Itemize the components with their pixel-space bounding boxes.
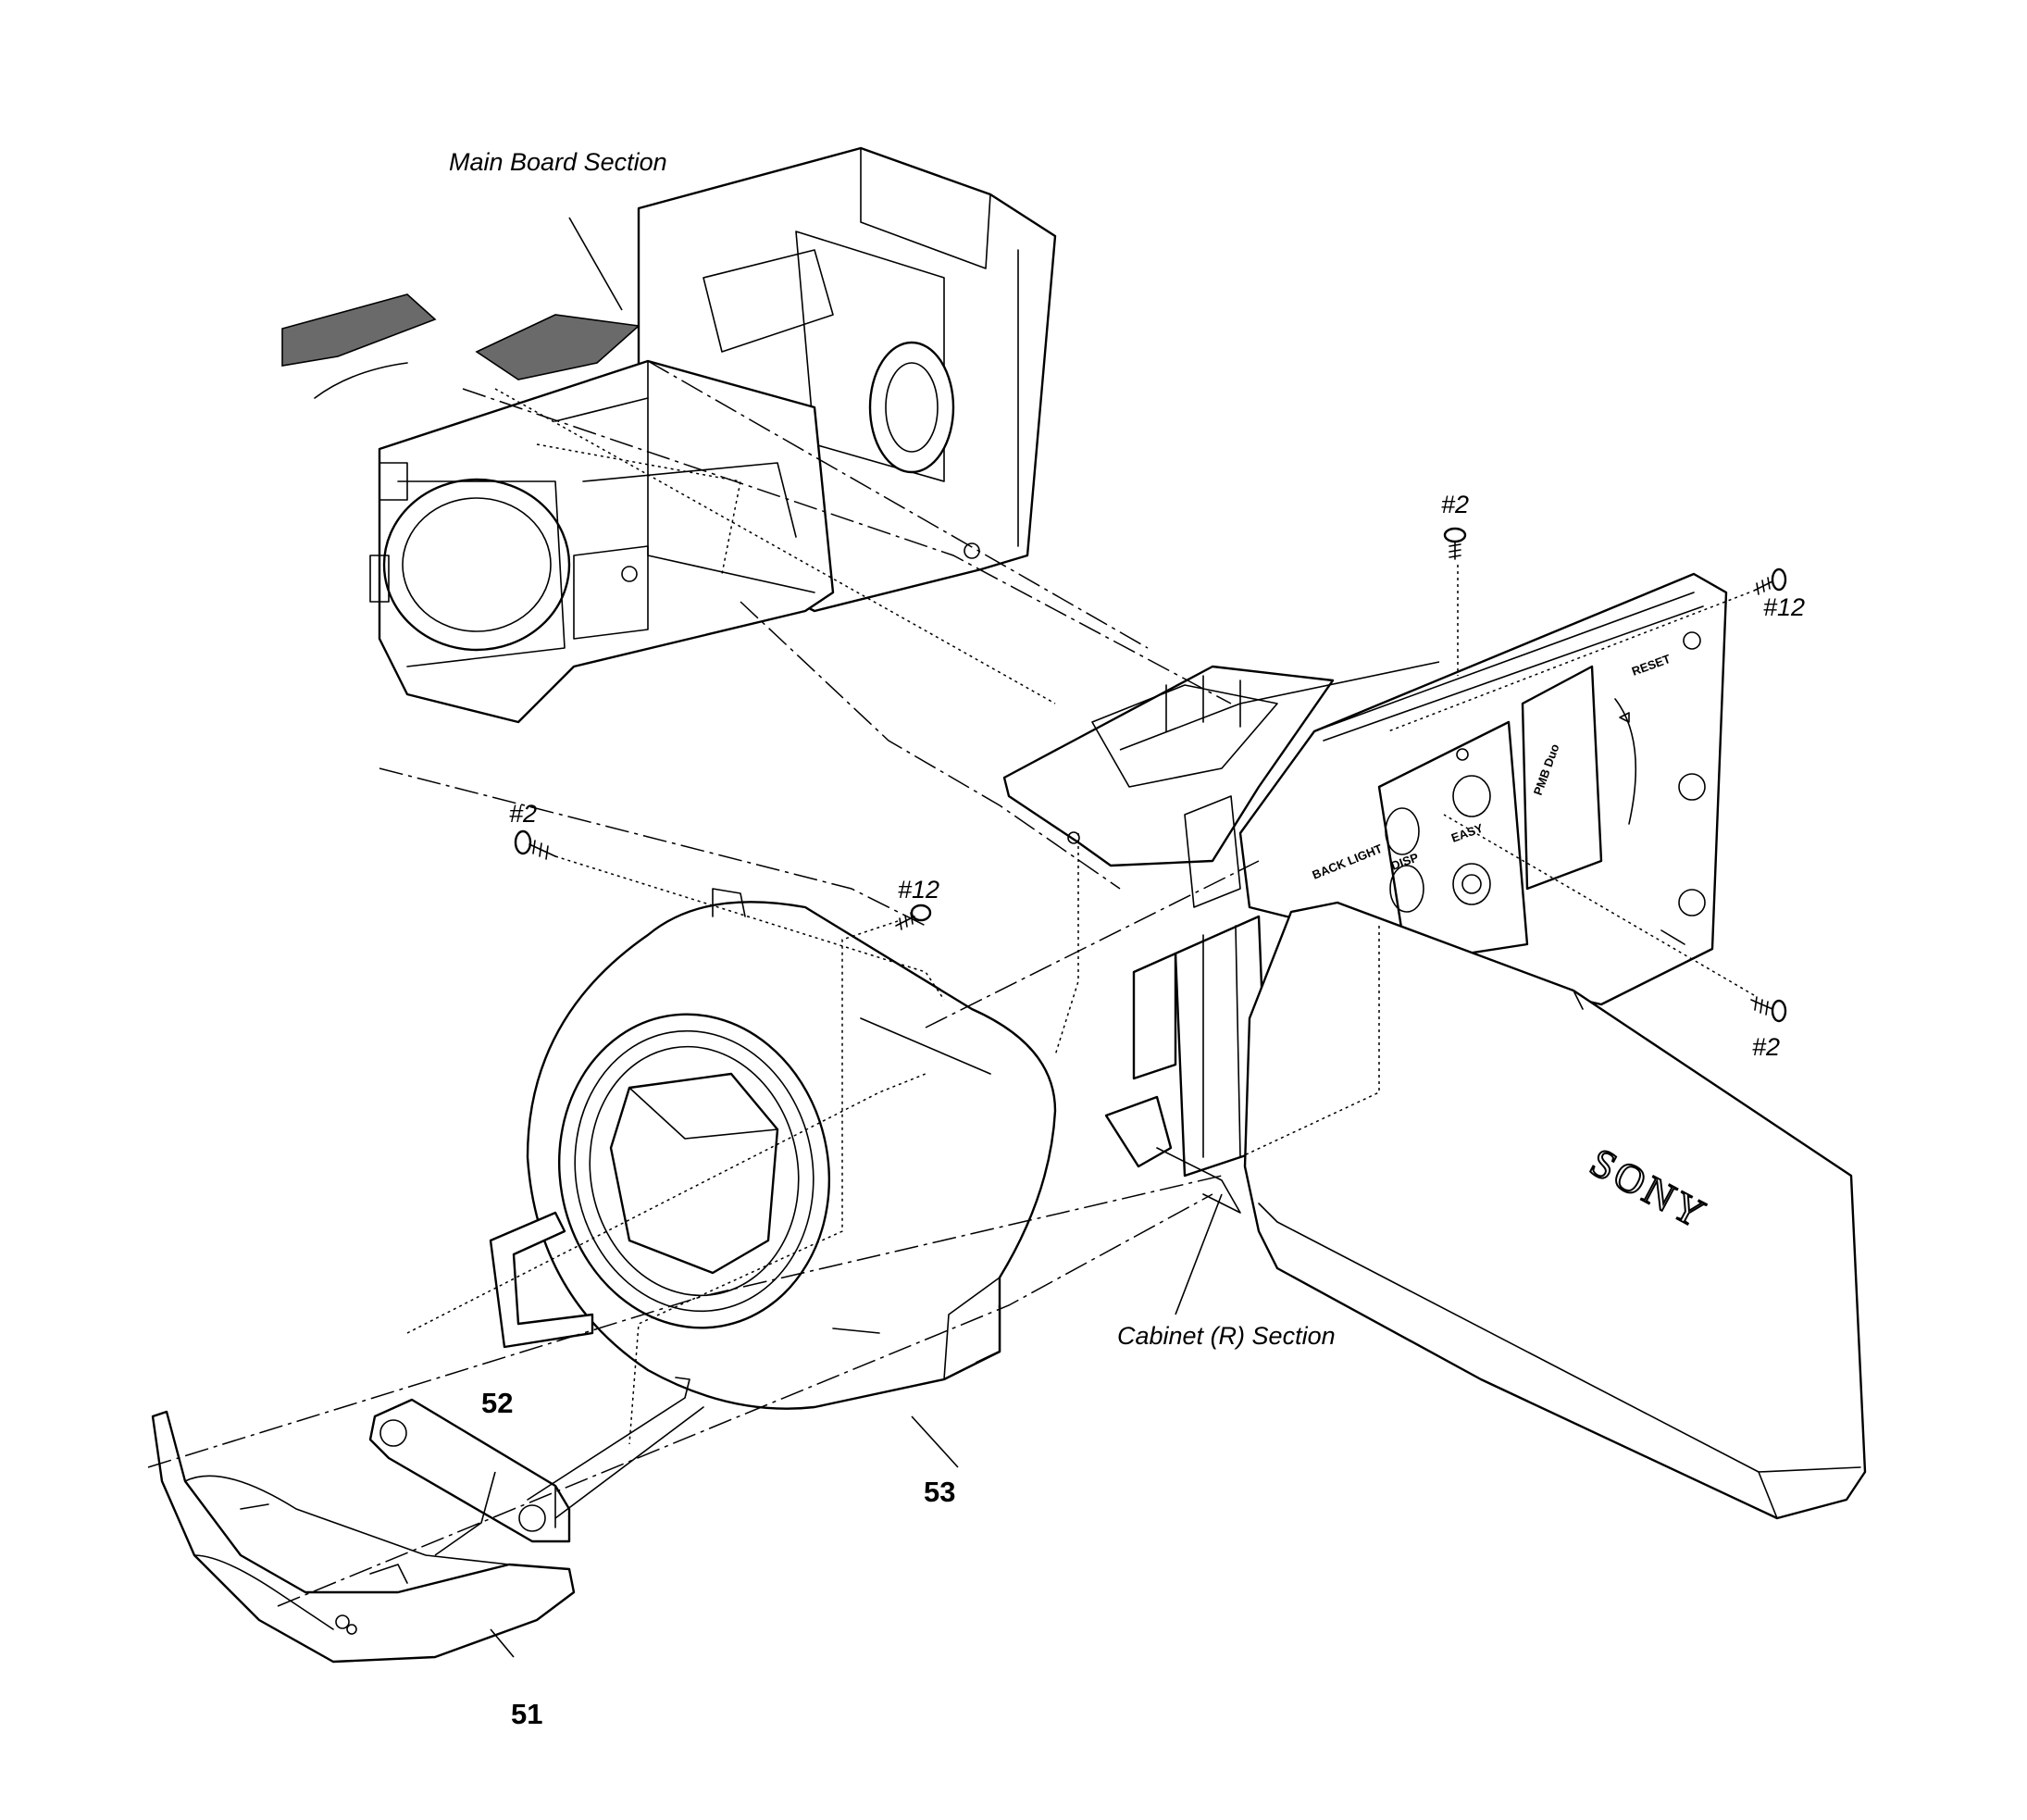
bracket-plate	[1002, 665, 1335, 867]
lcd-panel	[1243, 901, 1867, 1520]
label-screw-12-right: #12	[1763, 593, 1805, 621]
label-screw-2-right: #2	[1752, 1033, 1780, 1061]
label-screw-2-top: #2	[1441, 491, 1469, 518]
label-screw-12-center: #12	[898, 876, 939, 904]
screw-2-top	[1443, 527, 1467, 560]
label-cabinet-r-section: Cabinet (R) Section	[1117, 1322, 1336, 1350]
label-screw-2-left: #2	[509, 800, 537, 828]
screw-12-center	[895, 904, 932, 930]
control-panel	[1377, 720, 1529, 965]
flex-cable-right	[475, 314, 640, 380]
lens-opening	[609, 1072, 779, 1275]
screw-2-right	[1750, 996, 1787, 1023]
assembly-lines	[147, 217, 1755, 1658]
flex-cable-left	[281, 293, 437, 367]
part-51-bottom-cover	[151, 1410, 576, 1664]
screw-12-right	[1753, 567, 1787, 595]
front-cabinet-assembly	[489, 888, 1057, 1410]
card-slot-cover	[1521, 665, 1603, 891]
screw-2-left	[514, 829, 556, 860]
label-part-51: 51	[511, 1698, 542, 1730]
label-main-board-section: Main Board Section	[449, 148, 667, 176]
cabinet-r-assembly: DISP EASY BACK LIGHT PMB Duo RESET SONY	[1002, 572, 1867, 1520]
main-board-assembly	[281, 146, 1057, 724]
label-part-53: 53	[924, 1476, 955, 1508]
front-lens	[382, 478, 571, 652]
part-52-bracket	[368, 1377, 704, 1543]
grip-strap-loop	[489, 1211, 594, 1349]
label-part-52: 52	[481, 1387, 513, 1419]
